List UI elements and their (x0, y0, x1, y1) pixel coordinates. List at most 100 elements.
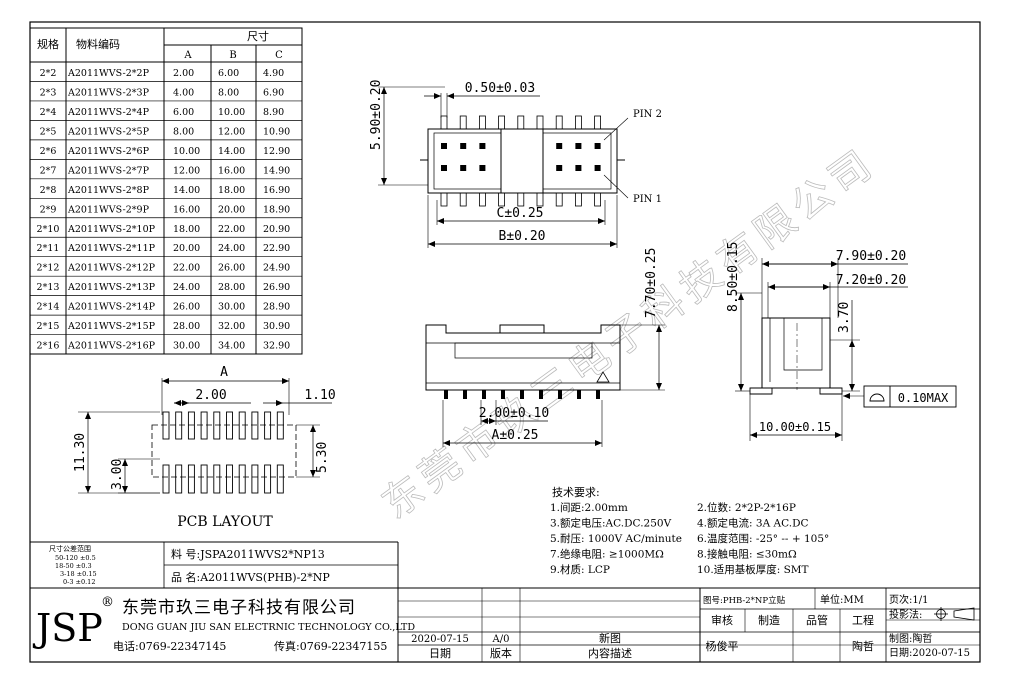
tolerance-row: 3-18 ±0.15 (60, 570, 97, 578)
spec-cell: 2*6 (40, 146, 57, 157)
part-number-cell: A2011WVS-2*10P (67, 224, 156, 235)
tech-title: 技术要求: (552, 486, 600, 499)
side-dim-height: 8.50±0.15 (726, 242, 741, 312)
dim-a-cell: 12.00 (173, 165, 200, 176)
col-date-label: 日期 (429, 647, 451, 660)
pcb-pad (276, 464, 284, 494)
front-pin (577, 390, 581, 399)
dim-c-cell: 26.90 (263, 282, 290, 293)
dim-c-cell: 20.90 (263, 224, 290, 235)
col-description-label: 内容描述 (588, 646, 632, 660)
dim-b-cell: 34.00 (218, 341, 245, 352)
drawing-number: 图号:PHB-2*NP立贴 (703, 595, 786, 606)
pcb-layout-title: PCB LAYOUT (177, 514, 273, 530)
top-pin (594, 192, 601, 207)
front-pin (501, 390, 505, 399)
dim-a-cell: 14.00 (173, 185, 200, 196)
spec-cell: 2*3 (40, 87, 57, 98)
drafter: 制图:陶哲 (889, 632, 932, 645)
front-pin (596, 390, 600, 399)
top-dim-height: 5.90±0.20 (369, 80, 384, 150)
company-tel: 电话:0769-22347145 (113, 640, 226, 653)
front-pin (520, 390, 524, 399)
header-c: C (275, 50, 283, 61)
front-pin (539, 390, 543, 399)
material-number: 料 号:JSPA2011WVS2*NP13 (171, 547, 325, 561)
top-dim-pin-width: 0.50±0.03 (465, 81, 535, 96)
tech-requirement-item: 2.位数: 2*2P-2*16P (697, 501, 796, 514)
front-dim-a: A±0.25 (492, 428, 539, 443)
tech-requirement-item: 8.接触电阻: ≤30mΩ (697, 548, 797, 561)
header-part: 物料编码 (76, 37, 120, 51)
pcb-pad (200, 411, 208, 440)
part-number-cell: A2011WVS-2*15P (67, 321, 156, 332)
contact-hole (441, 165, 447, 171)
review-label: 审核 (711, 613, 733, 627)
engineer-name: 陶哲 (852, 639, 874, 653)
pcb-outline (151, 424, 297, 478)
contact-hole (479, 143, 486, 149)
dim-b-cell: 16.00 (218, 165, 245, 176)
pcb-dim-h1: 11.30 (73, 433, 88, 472)
col-version-label: 版本 (490, 646, 512, 660)
spec-cell: 2*15 (37, 321, 60, 332)
spec-cell: 2*2 (40, 68, 57, 79)
reviewer-name: 杨俊平 (706, 639, 739, 653)
top-dim-c: C±0.25 (497, 206, 544, 221)
pcb-pad (162, 411, 170, 440)
company-logo: JSP (32, 606, 103, 650)
front-view: 7.70±0.25 2.00±0.10 A±0.25 (425, 248, 665, 447)
dim-b-cell: 22.00 (218, 224, 245, 235)
side-dim-w2: 7.20±0.20 (836, 273, 906, 288)
dim-a-cell: 22.00 (173, 263, 200, 274)
part-number-cell: A2011WVS-2*8P (67, 185, 150, 196)
part-number-cell: A2011WVS-2*7P (67, 165, 150, 176)
dim-b-cell: 8.00 (218, 87, 239, 98)
front-pin (444, 390, 448, 399)
dim-b-cell: 12.00 (218, 126, 245, 137)
tech-requirement-item: 3.额定电压:AC.DC.250V (550, 517, 672, 530)
title-block (30, 541, 980, 662)
pcb-dim-h3: 5.30 (315, 442, 330, 473)
dim-a-cell: 6.00 (173, 107, 194, 118)
dim-c-cell: 18.90 (263, 204, 290, 215)
part-number-cell: A2011WVS-2*4P (67, 107, 150, 118)
spec-cell: 2*14 (37, 302, 60, 313)
contact-hole (575, 143, 582, 149)
pcb-pad (175, 411, 183, 440)
top-pin (478, 115, 486, 130)
profile-symbol-icon (869, 393, 885, 402)
contact-hole (594, 165, 601, 171)
dim-c-cell: 12.90 (263, 146, 290, 157)
top-pin (555, 115, 563, 130)
top-pin (555, 192, 563, 207)
dim-a-cell: 26.00 (173, 302, 200, 313)
revision-description: 新图 (599, 631, 621, 645)
dim-c-cell: 24.90 (263, 263, 290, 274)
contact-hole (460, 165, 467, 171)
contact-hole (441, 143, 447, 149)
tolerance-row: 50-120 ±0.5 (55, 554, 96, 562)
pcb-pad (226, 464, 233, 494)
dim-c-cell: 28.90 (263, 302, 290, 313)
dim-a-cell: 8.00 (173, 126, 194, 137)
dim-a-cell: 20.00 (173, 243, 200, 254)
revision-date: 2020-07-15 (411, 634, 469, 645)
pcb-pad (264, 411, 272, 440)
part-number-cell: A2011WVS-2*16P (67, 341, 156, 352)
pcb-pad (238, 464, 246, 494)
spec-cell: 2*5 (40, 126, 57, 137)
spec-cell: 2*11 (37, 243, 60, 254)
contact-hole (556, 143, 563, 149)
dim-c-cell: 14.90 (263, 165, 290, 176)
registered-mark: ® (101, 595, 114, 610)
dim-a-cell: 16.00 (173, 204, 200, 215)
dim-c-cell: 8.90 (263, 107, 284, 118)
side-view: 8.50±0.15 7.90±0.20 7.20±0.20 3.70 0.10M… (726, 242, 957, 441)
projection-symbol-icon (934, 607, 975, 621)
unit-label: 单位:MM (820, 593, 864, 606)
tolerance-row: 0-3 ±0.12 (63, 578, 95, 586)
tech-requirement-item: 7.绝缘电阻: ≥1000MΩ (550, 548, 664, 561)
pcb-pad (251, 411, 259, 440)
title-block-text: 尺寸公差范围 50-120 ±0.5 18-50 ±0.3 3-18 ±0.15… (32, 544, 975, 660)
